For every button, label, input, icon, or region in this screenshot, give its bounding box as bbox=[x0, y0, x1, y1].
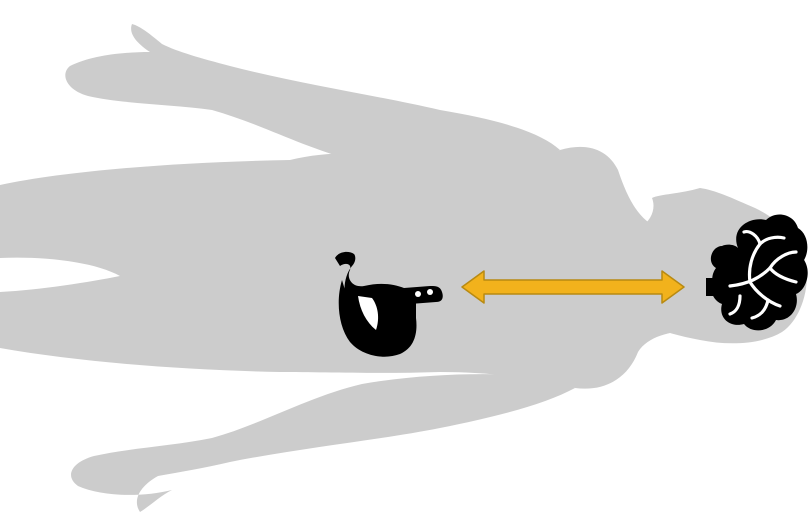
torso-legs bbox=[0, 147, 690, 389]
body-silhouette bbox=[0, 24, 807, 512]
arm-upper bbox=[65, 24, 560, 172]
stomach-dot-2 bbox=[427, 289, 433, 295]
stomach-dot-1 bbox=[415, 291, 421, 297]
brain-stem bbox=[706, 278, 730, 296]
arm-lower bbox=[71, 374, 575, 512]
